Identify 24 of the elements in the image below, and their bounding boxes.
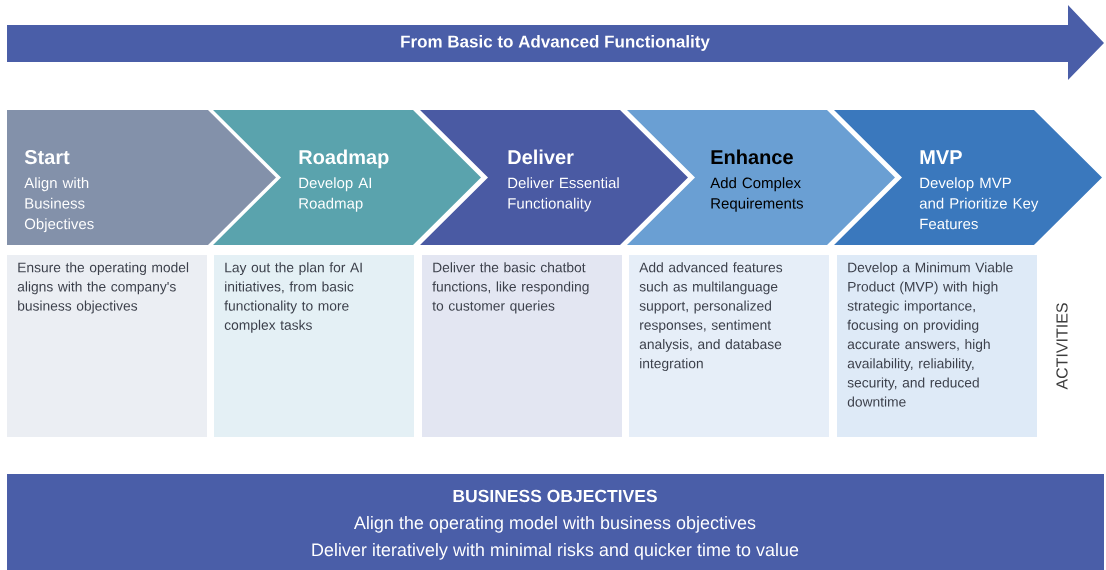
activity-box: Develop a Minimum Viable Product (MVP) with high strategic importance, focusing on providing accurate answers, high availability, reliability, security, and reduced downtime [837, 255, 1037, 437]
step-description: Align with Business Objectives [24, 177, 94, 233]
step-title: Enhance [711, 149, 793, 165]
step-description: Add Complex Requirements [710, 177, 803, 212]
process-step [420, 110, 688, 245]
process-step [834, 110, 1102, 245]
process-step [627, 110, 895, 245]
activity-box: Add advanced features such as multilanguage support, personalized responses, sentiment analysis, and database integration [629, 255, 829, 437]
activity-box: Deliver the basic chatbot functions, like responding to customer queries [422, 255, 622, 437]
step-title: Deliver [508, 149, 574, 165]
activity-box: Ensure the operating model aligns with the company's business objectives [7, 255, 207, 437]
process-step [213, 110, 481, 245]
activity-box: Lay out the plan for AI initiatives, from basic functionality to more complex tasks [214, 255, 414, 437]
objective-text: Align the operating model with business objectives [353, 515, 756, 533]
step-description: Develop MVP and Prioritize Key Features [919, 177, 1039, 230]
step-title: Roadmap [299, 149, 389, 169]
process-step [7, 110, 276, 245]
step-description: Develop AI Roadmap [299, 177, 371, 212]
objective-text: Deliver iteratively with minimal risks and quicker time to value [312, 542, 799, 560]
step-title: MVP [920, 150, 962, 164]
step-description: Deliver Essential Functionality [508, 177, 619, 212]
step-title: Start [24, 150, 70, 165]
panel-heading: BUSINESS OBJECTIVES [453, 489, 657, 503]
side-label: ACTIVITIES [1056, 303, 1068, 390]
